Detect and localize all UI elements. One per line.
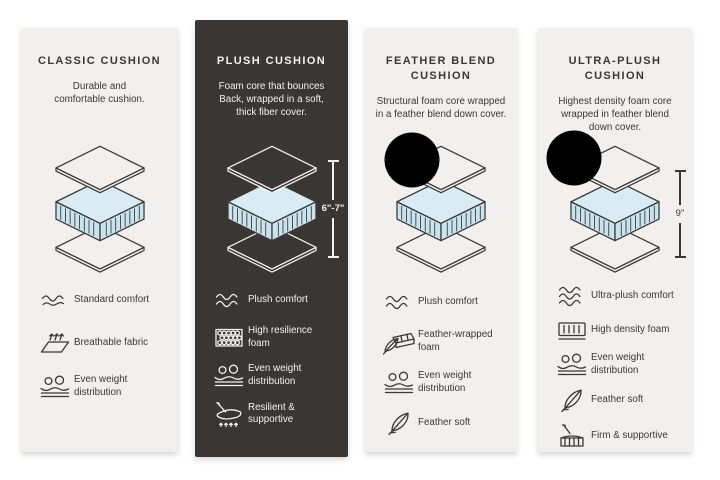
feature-row: Feather soft <box>380 410 513 436</box>
bracket-cap <box>327 256 339 258</box>
feature-label: High density foam <box>591 323 670 335</box>
bracket-stem <box>679 222 681 257</box>
feature-row: Plush comfort <box>380 290 513 314</box>
bracket-stem <box>332 217 334 257</box>
feature-row: Ultra-plush comfort <box>553 284 688 308</box>
feature-row: Even weight distribution <box>210 363 344 388</box>
feather-badge <box>384 132 440 188</box>
card-plush-cushion: PLUSH CUSHION Foam core that bounces Bac… <box>195 20 348 457</box>
feature-row: Plush comfort <box>210 288 344 312</box>
bracket-cap <box>674 170 686 172</box>
card-description: Durable and comfortable cushion. <box>54 80 145 105</box>
card-description: Structural foam core wrapped in a feathe… <box>375 95 507 120</box>
bracket-stem <box>679 171 681 206</box>
feature-list: Ultra-plush comfort High density foam Ev… <box>553 284 688 449</box>
even-weight-icon <box>210 364 248 388</box>
cushion-layers-icon <box>55 146 144 273</box>
feature-list: Standard comfort Breathable fabric Even … <box>36 288 174 399</box>
feather-icon <box>380 410 418 436</box>
even-weight-icon <box>36 375 74 399</box>
feature-label: Feather soft <box>418 416 471 428</box>
bracket-cap <box>674 256 686 258</box>
card-title: ULTRA-PLUSH CUSHION <box>568 55 662 82</box>
even-weight-icon <box>380 371 418 395</box>
card-description: Foam core that bounces Back, wrapped in … <box>218 80 325 119</box>
feature-row: Feather-wrapped foam <box>380 329 513 355</box>
height-measurement: 9" <box>675 208 685 220</box>
feature-label: Feather-wrapped foam <box>418 329 493 353</box>
feature-label: Breathable fabric <box>74 336 149 348</box>
waves-icon <box>210 288 248 312</box>
feather-badge <box>546 130 602 186</box>
card-title: FEATHER BLEND CUSHION <box>385 55 497 82</box>
foam-bubbles-icon <box>210 326 248 350</box>
feature-row: High resilience foam <box>210 325 344 350</box>
card-ultra-plush-cushion: ULTRA-PLUSH CUSHION Highest density foam… <box>538 28 692 452</box>
card-feather-blend-cushion: FEATHER BLEND CUSHION Structural foam co… <box>365 28 517 452</box>
foam-bars-icon <box>553 318 591 342</box>
firm-support-icon <box>553 423 591 449</box>
even-weight-icon <box>553 353 591 377</box>
feature-label: Even weight distribution <box>248 363 302 387</box>
feature-row: Even weight distribution <box>553 352 688 377</box>
cushion-layers-icon <box>227 146 316 273</box>
feature-row: Firm & supportive <box>553 423 688 449</box>
feature-row: Even weight distribution <box>380 370 513 395</box>
breathable-fabric-icon <box>36 331 74 355</box>
feather-foam-icon <box>380 329 418 355</box>
feature-label: Feather soft <box>591 393 644 405</box>
feature-row: High density foam <box>553 318 688 342</box>
bracket-cap <box>327 160 339 162</box>
feature-label: Plush comfort <box>248 293 308 305</box>
feature-label: Firm & supportive <box>591 429 668 441</box>
feature-label: Ultra-plush comfort <box>591 289 674 301</box>
height-measurement: 6"-7" <box>321 203 345 215</box>
hand-press-icon <box>210 401 248 428</box>
bracket-stem <box>332 161 334 201</box>
feature-row: Resilient & supportive <box>210 401 344 428</box>
feather-icon <box>553 387 591 413</box>
waves-icon <box>553 284 591 308</box>
feature-label: Even weight distribution <box>591 352 645 376</box>
height-bracket: 6"-7" <box>322 160 344 258</box>
feature-label: Plush comfort <box>418 295 478 307</box>
waves-icon <box>36 288 74 312</box>
feature-label: Even weight distribution <box>418 370 472 394</box>
card-title: PLUSH CUSHION <box>216 55 327 67</box>
card-description: Highest density foam core wrapped in fea… <box>558 95 672 133</box>
feature-row: Standard comfort <box>36 288 174 312</box>
feature-row: Feather soft <box>553 387 688 413</box>
feature-label: High resilience foam <box>248 325 313 349</box>
feature-row: Breathable fabric <box>36 331 174 355</box>
feature-label: Standard comfort <box>74 293 150 305</box>
waves-icon <box>380 290 418 314</box>
card-classic-cushion: CLASSIC CUSHION Durable and comfortable … <box>21 28 178 452</box>
feature-row: Even weight distribution <box>36 374 174 399</box>
cushion-illustration <box>21 144 178 286</box>
feature-label: Even weight distribution <box>74 374 128 398</box>
card-title: CLASSIC CUSHION <box>37 55 162 67</box>
height-bracket: 9" <box>672 170 688 258</box>
feature-label: Resilient & supportive <box>248 401 295 426</box>
feature-list: Plush comfort Feather-wrapped foam Even … <box>380 290 513 436</box>
feature-list: Plush comfort High resilience foam Even … <box>210 288 344 428</box>
